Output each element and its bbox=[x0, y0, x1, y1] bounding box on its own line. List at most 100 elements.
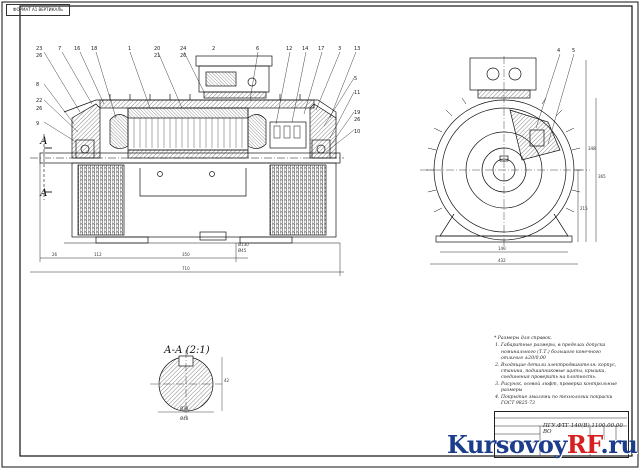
note-item: Габаритные размеры, в пределах допуска н… bbox=[501, 343, 624, 362]
pos-num: 26 bbox=[354, 117, 360, 123]
frame-lower-half bbox=[71, 162, 337, 238]
pos-num: 23 bbox=[36, 46, 42, 52]
section-mark-top: А bbox=[40, 136, 48, 147]
pos-num: 24 bbox=[180, 46, 186, 52]
note-item: Покрытие эмалями по технологии покраски … bbox=[501, 395, 624, 408]
dim-value: 215 bbox=[580, 206, 588, 211]
inner-frame bbox=[19, 5, 633, 457]
front-gland-right bbox=[508, 67, 522, 81]
stator-yoke bbox=[127, 107, 249, 119]
pos-num: 26 bbox=[180, 53, 186, 59]
pos-num: 14 bbox=[302, 46, 308, 52]
terminal-gland bbox=[247, 77, 257, 87]
logo-text: KursovoyRF.ru bbox=[447, 430, 638, 459]
end-shield-left bbox=[71, 103, 101, 159]
dim-value: 42 bbox=[224, 378, 230, 383]
title-block-lines bbox=[494, 417, 627, 456]
pos-num: 5 bbox=[572, 48, 575, 54]
terminal-box-lid bbox=[195, 55, 273, 67]
leaders-front bbox=[535, 53, 575, 145]
front-gland-left bbox=[486, 67, 500, 81]
dim-value: Ø48 bbox=[180, 416, 189, 421]
pos-num: 1 bbox=[128, 46, 131, 52]
note-item: Входящие детали электродвигателя: корпус… bbox=[501, 363, 624, 382]
pos-num: 12 bbox=[286, 46, 292, 52]
end-shield-right bbox=[309, 103, 337, 159]
pos-num: 11 bbox=[354, 90, 360, 96]
front-terminal-box bbox=[469, 57, 537, 91]
watermark-logo: KursovoyRF.ru bbox=[443, 428, 639, 468]
dim-value: 350 bbox=[182, 252, 190, 257]
front-view bbox=[420, 53, 597, 265]
end-winding-left bbox=[109, 114, 129, 149]
logo-main: Kursovoy bbox=[447, 430, 567, 459]
foot-left bbox=[95, 236, 149, 244]
pos-num: 16 bbox=[74, 46, 80, 52]
fins-lower-left bbox=[77, 164, 125, 236]
front-fins bbox=[426, 97, 582, 213]
fan-blades bbox=[273, 125, 301, 139]
fan bbox=[269, 121, 307, 149]
pos-num: 5 bbox=[354, 76, 357, 82]
section-mark-bottom: А bbox=[40, 188, 48, 199]
pos-num: 10 bbox=[354, 129, 360, 135]
pos-num: 26 bbox=[36, 53, 42, 59]
pos-num: 2 bbox=[212, 46, 215, 52]
front-cutaway-bearing bbox=[529, 129, 545, 147]
pos-num: 18 bbox=[91, 46, 97, 52]
dim-value: Ø38 bbox=[180, 406, 189, 411]
position-numbers-side: 23 26 7 16 18 1 20 21 24 26 2 6 12 14 17… bbox=[36, 46, 360, 135]
section-dimension-values: 42 Ø38 Ø48 bbox=[180, 378, 230, 421]
dim-value: 140 bbox=[498, 246, 506, 251]
technical-notes: * Размеры для справок. Габаритные размер… bbox=[494, 336, 624, 407]
dim-value: 26 bbox=[52, 252, 58, 257]
dim-value: Ø130 bbox=[238, 242, 249, 247]
end-winding-right bbox=[247, 114, 267, 149]
front-position-numbers: 4 5 bbox=[557, 48, 575, 54]
pos-num: 21 bbox=[154, 53, 160, 59]
drain-hole-2 bbox=[209, 171, 215, 177]
pos-num: 17 bbox=[318, 46, 324, 52]
drain-hole-1 bbox=[157, 171, 163, 177]
pos-num: 3 bbox=[338, 46, 341, 52]
pos-num: 20 bbox=[154, 46, 160, 52]
lower-window bbox=[139, 168, 247, 197]
notes-list: Габаритные размеры, в пределах допуска н… bbox=[494, 343, 624, 407]
terminal-base bbox=[203, 91, 267, 99]
front-base-plate bbox=[435, 235, 573, 243]
dim-value: 365 bbox=[598, 174, 606, 179]
side-view bbox=[30, 51, 357, 276]
format-stamp: ФОРМАТ А1 ВЕРТИКАЛЬ bbox=[6, 4, 70, 16]
leaders-side bbox=[43, 51, 357, 153]
dim-value: 112 bbox=[94, 252, 102, 257]
pos-num: 22 bbox=[36, 98, 42, 104]
section-a-a bbox=[150, 350, 223, 418]
logo-rf: RF bbox=[566, 430, 601, 459]
rotor bbox=[127, 149, 249, 159]
drawing-designation: ПГУ.ФТГ 140(В) 1100.00.00 ВО bbox=[543, 423, 623, 435]
terminal-box-inner bbox=[205, 71, 237, 87]
pos-num: 9 bbox=[36, 121, 39, 127]
pos-num: 6 bbox=[256, 46, 259, 52]
front-dimension-lines bbox=[430, 60, 597, 265]
foot-bolt bbox=[199, 231, 227, 241]
section-title: А-А (2:1) bbox=[164, 345, 210, 356]
pos-num: 7 bbox=[58, 46, 61, 52]
front-cutaway bbox=[509, 109, 561, 161]
dim-value: 348 bbox=[588, 146, 596, 151]
pos-num: 26 bbox=[36, 106, 42, 112]
stator-laminations bbox=[133, 118, 243, 148]
fins-lower-right bbox=[269, 164, 327, 236]
dim-value: Ø45 bbox=[238, 248, 247, 253]
pos-num: 4 bbox=[557, 48, 560, 54]
notes-header: * Размеры для справок. bbox=[494, 336, 552, 341]
frame-top-wall bbox=[99, 99, 315, 109]
dim-value: 432 bbox=[498, 258, 506, 263]
logo-tld: .ru bbox=[600, 430, 638, 459]
frame-top-outline bbox=[63, 99, 337, 120]
pos-num: 13 bbox=[354, 46, 360, 52]
title-block: ПГУ.ФТГ 140(В) 1100.00.00 ВО bbox=[494, 411, 629, 458]
side-dimension-values: 26 112 350 710 Ø130 Ø45 bbox=[52, 242, 249, 271]
